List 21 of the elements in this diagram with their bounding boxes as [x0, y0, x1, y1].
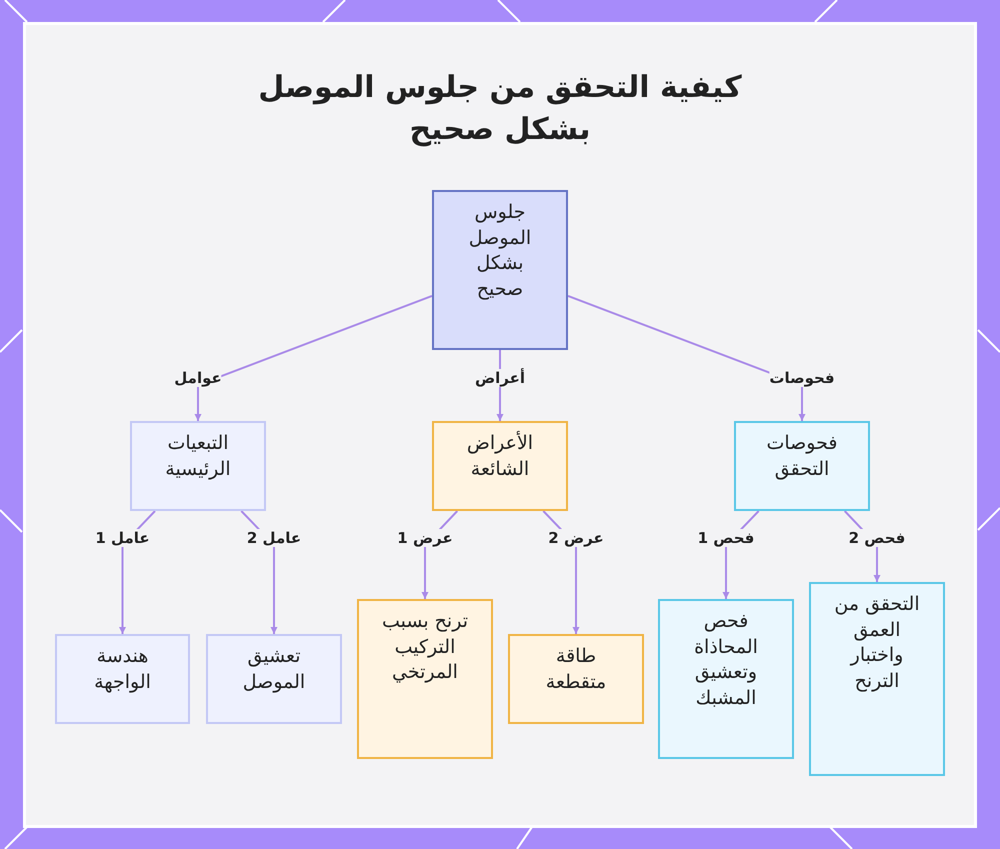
category-box: الأعراض الشائعة — [432, 421, 568, 511]
title: كيفية التحقق من جلوس الموصل بشكل صحيح — [257, 69, 743, 149]
edge-label: فحص 2 — [848, 529, 906, 547]
item-box: التحقق من العمق واختبار الترنح — [809, 582, 945, 776]
edge-label: عامل 1 — [95, 529, 150, 547]
edge-label: عرض 2 — [548, 529, 604, 547]
category-box: التبعيات الرئيسية — [130, 421, 266, 511]
edge-label: عرض 1 — [397, 529, 453, 547]
category-box: فحوصات التحقق — [734, 421, 870, 511]
item-box: تعشيق الموصل — [206, 634, 342, 724]
edge-label: أعراض — [474, 369, 526, 387]
item-box: هندسة الواجهة — [55, 634, 190, 724]
edge-label: فحوصات — [769, 369, 835, 387]
edge-label: عوامل — [174, 369, 222, 387]
item-box: ترنح بسبب التركيب المرتخي — [357, 599, 493, 759]
arrow — [194, 294, 432, 421]
edge-label: عامل 2 — [246, 529, 302, 547]
item-box: طاقة متقطعة — [508, 634, 644, 724]
edge-label: فحص 1 — [698, 529, 754, 547]
topic-box: جلوس الموصل بشكل صحيح — [432, 190, 568, 350]
item-box: فحص المحاذاة وتعشيق المشبك — [658, 599, 794, 759]
